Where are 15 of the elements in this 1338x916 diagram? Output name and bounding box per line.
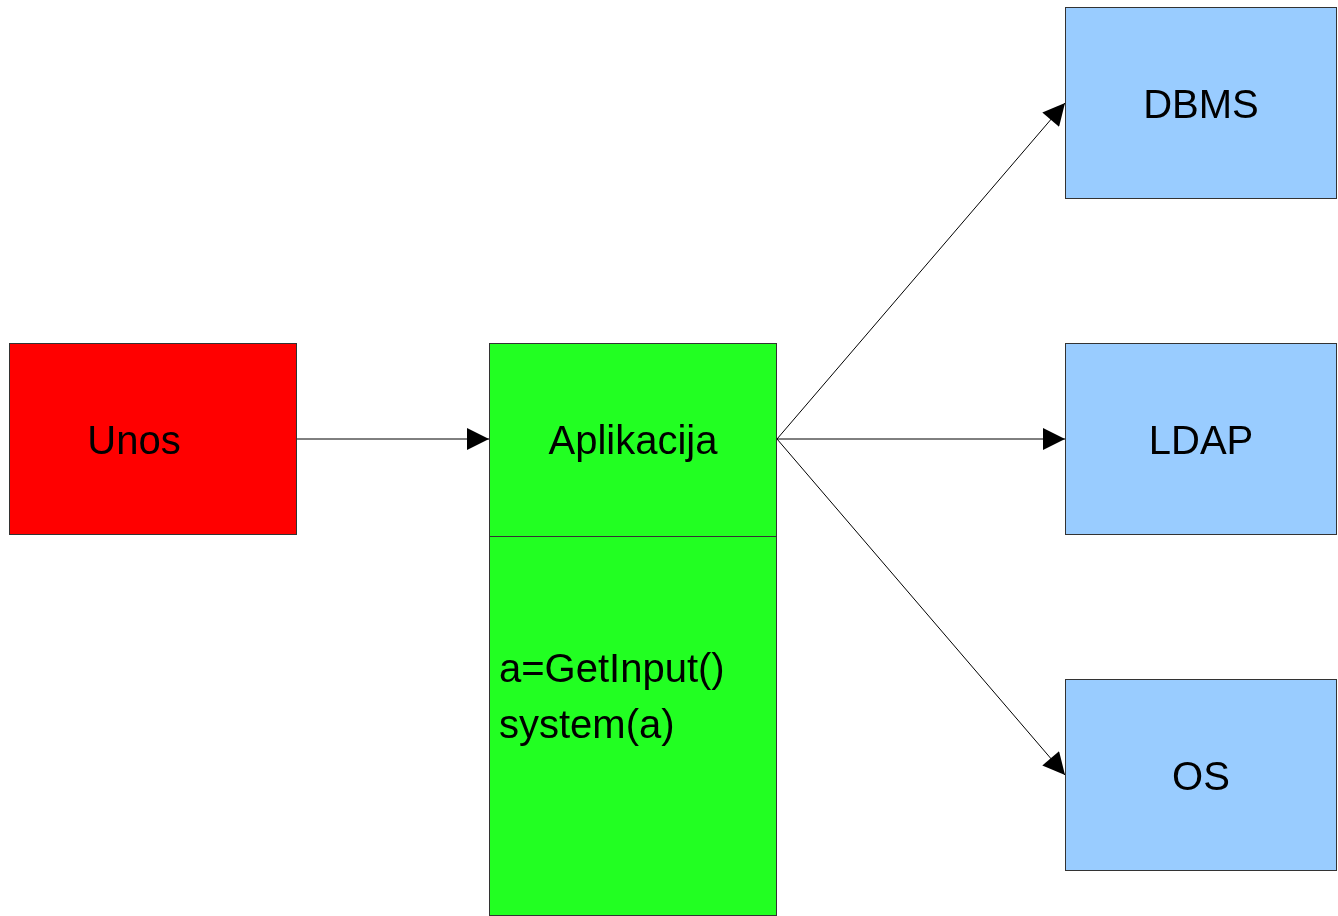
box-label: OS — [1171, 753, 1231, 800]
box-label: Unos — [86, 417, 182, 464]
box-label: LDAP — [1147, 417, 1255, 464]
arrow — [776, 428, 1066, 450]
box-label: DBMS — [1142, 81, 1260, 128]
process-box — [1065, 343, 1337, 535]
arrow — [776, 438, 1066, 776]
process-box — [1065, 7, 1337, 199]
process-box — [9, 343, 297, 535]
code-text: a=GetInput() system(a) — [499, 645, 726, 748]
arrow — [776, 102, 1066, 440]
process-box — [1065, 679, 1337, 871]
split-box — [489, 343, 777, 916]
arrow — [296, 428, 490, 450]
box-label: Aplikacija — [547, 417, 719, 464]
